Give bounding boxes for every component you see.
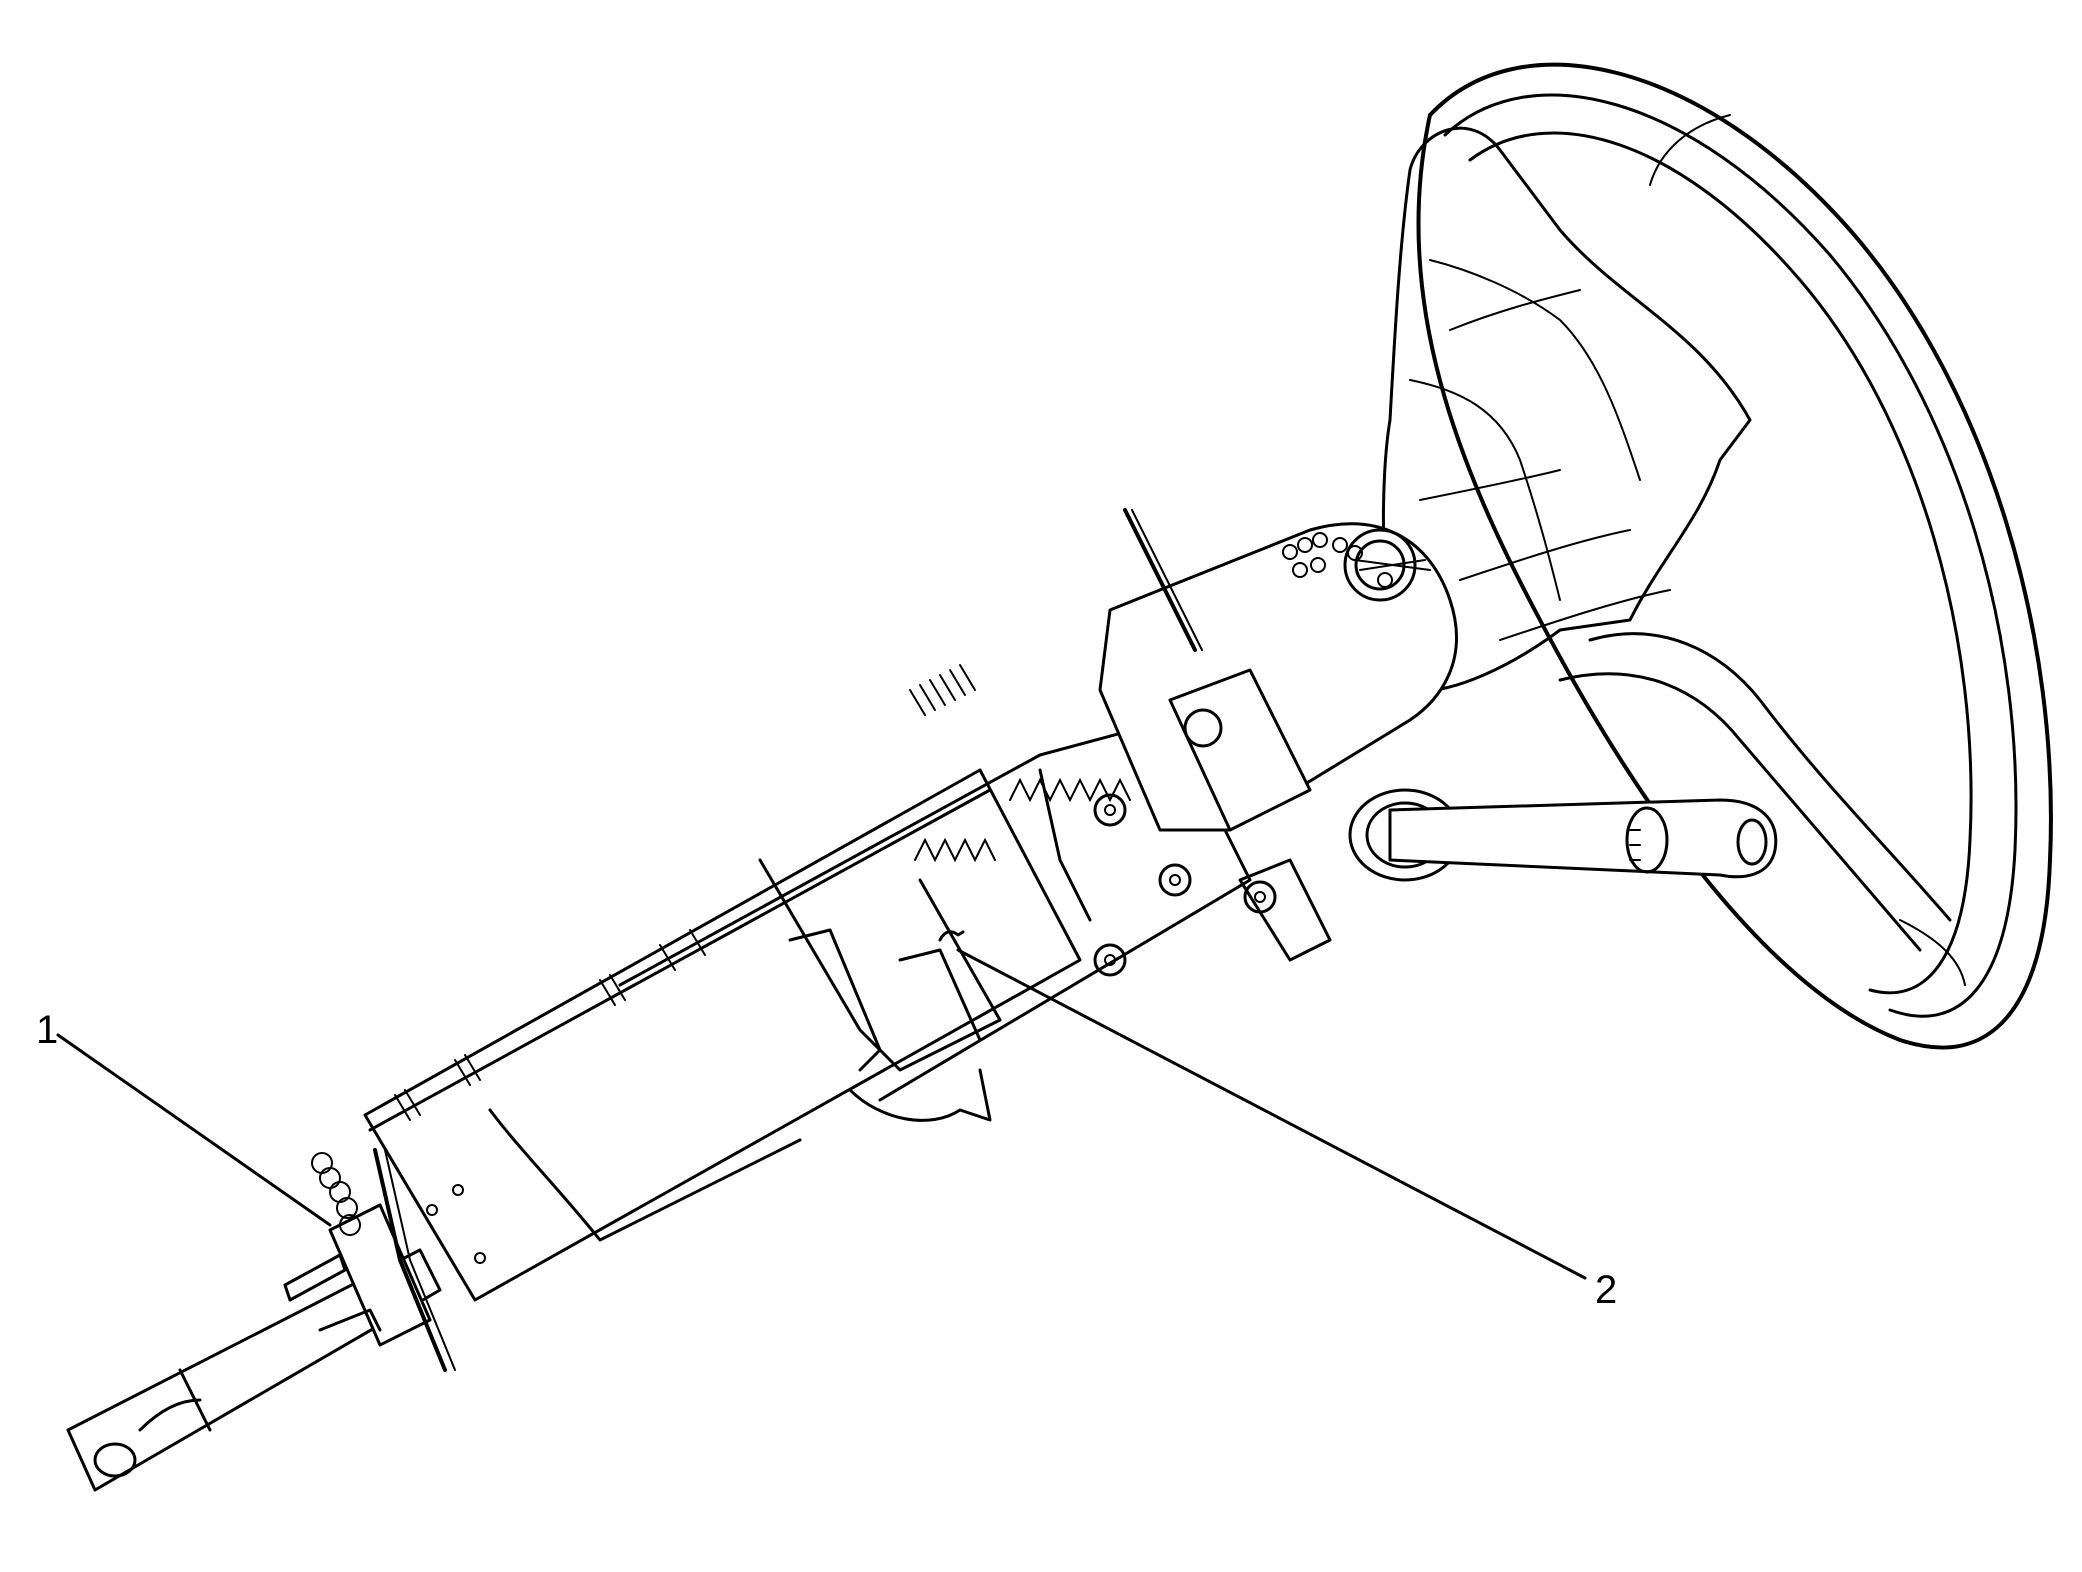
callout-1-label: 1: [36, 1008, 59, 1052]
callout-2-label: 2: [1595, 1268, 1618, 1312]
callout-leaders: [56, 930, 1587, 1280]
column-housing: [363, 664, 1252, 1302]
callout-2-leader: [956, 948, 1587, 1280]
lower-shaft: [66, 1148, 456, 1492]
callout-1-leader: [56, 1033, 332, 1227]
upper-column-ignition: [914, 508, 1458, 977]
steering-wheel: [1381, 62, 2053, 1050]
callout-2-target-mark: [938, 930, 965, 942]
multifunction-lever: [1348, 788, 1778, 882]
